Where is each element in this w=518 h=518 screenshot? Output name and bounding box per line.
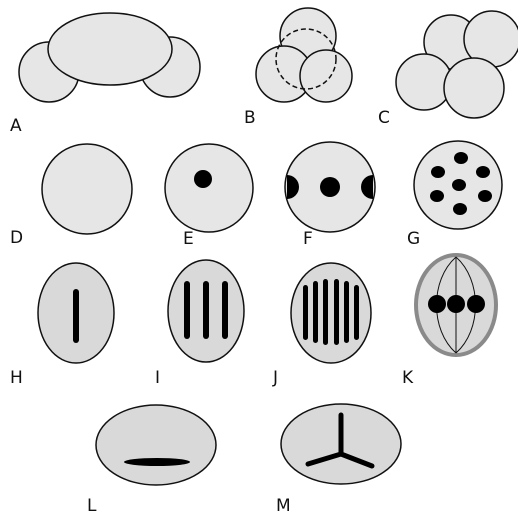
center-dot (320, 177, 340, 197)
shape-m (281, 404, 401, 484)
chromosome-bar (73, 289, 79, 343)
shape-k (416, 255, 496, 355)
shape-d (42, 144, 132, 234)
label-b: B (244, 108, 256, 128)
label-f: F (303, 229, 313, 249)
label-i: I (155, 368, 160, 388)
shape-a (19, 13, 200, 102)
shape-l (96, 405, 216, 485)
shape-j (291, 263, 371, 363)
shape-b (256, 8, 352, 102)
label-a: A (10, 116, 22, 136)
shape-i (168, 260, 244, 362)
shape-f (285, 142, 375, 232)
label-j: J (272, 368, 278, 388)
shape-c (396, 11, 518, 118)
label-g: G (407, 229, 420, 249)
label-k: K (402, 368, 414, 388)
shape-g (414, 141, 502, 229)
label-l: L (87, 496, 97, 516)
label-c: C (378, 108, 390, 128)
nucleus-dot (194, 170, 212, 188)
shape-h (38, 263, 114, 363)
label-m: M (276, 496, 291, 516)
label-d: D (10, 228, 23, 248)
shape-e (165, 144, 253, 232)
label-h: H (10, 368, 23, 388)
label-e: E (183, 229, 194, 249)
